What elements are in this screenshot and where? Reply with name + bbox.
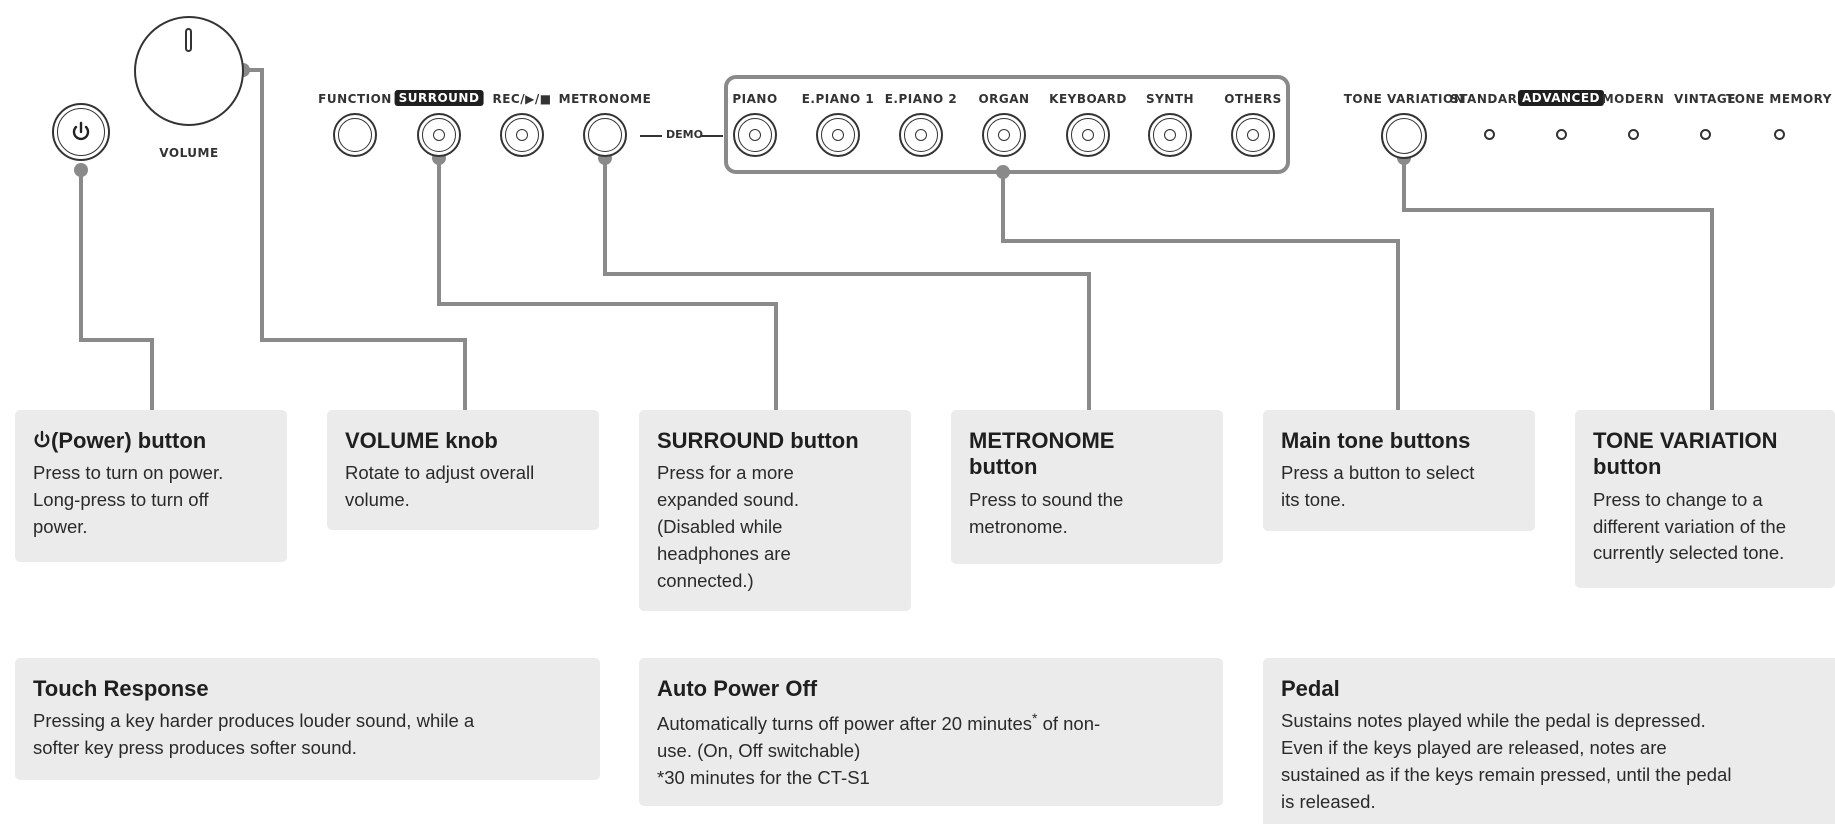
tone-label-piano: PIANO bbox=[732, 92, 778, 106]
main-tone-group bbox=[724, 75, 1290, 174]
demo-line-right bbox=[701, 135, 723, 137]
tone-button-synth[interactable] bbox=[1148, 113, 1192, 157]
feature-auto-power-off: Auto Power Off Automatically turns off p… bbox=[639, 658, 1223, 806]
metronome-label: METRONOME bbox=[558, 92, 652, 106]
feature-touch-response-title: Touch Response bbox=[33, 676, 209, 701]
demo-label: DEMO bbox=[666, 128, 703, 141]
callout-main-tones-text: Press a button to select its tone. bbox=[1281, 462, 1475, 511]
callout-volume-title: VOLUME knob bbox=[345, 428, 498, 453]
led-advanced bbox=[1556, 129, 1567, 140]
feature-touch-response-text: Pressing a key harder produces louder so… bbox=[33, 710, 475, 759]
callout-tone-variation-title: TONE VARIATION button bbox=[1593, 428, 1778, 480]
feature-pedal-text: Sustains notes played while the pedal is… bbox=[1281, 710, 1732, 812]
callout-tone-variation-text: Press to change to a different variation… bbox=[1593, 488, 1787, 564]
leader-power bbox=[79, 170, 154, 410]
volume-knob[interactable] bbox=[134, 16, 244, 126]
tone-button-epiano1[interactable] bbox=[816, 113, 860, 157]
feature-touch-response: Touch Response Pressing a key harder pro… bbox=[15, 658, 600, 780]
tone-label-keyboard: KEYBOARD bbox=[1049, 92, 1127, 106]
led-vintage bbox=[1700, 129, 1711, 140]
tone-button-keyboard[interactable] bbox=[1066, 113, 1110, 157]
power-icon bbox=[34, 430, 50, 448]
feature-auto-power-off-title: Auto Power Off bbox=[657, 676, 818, 701]
variation-label-vintage: VINTAGE bbox=[1674, 92, 1736, 106]
tone-variation-button[interactable] bbox=[1381, 113, 1427, 159]
tone-label-synth: SYNTH bbox=[1145, 92, 1195, 106]
callout-main-tones: Main tone buttons Press a button to sele… bbox=[1263, 410, 1535, 531]
feature-pedal: Pedal Sustains notes played while the pe… bbox=[1263, 658, 1835, 824]
auto-power-off-asterisk: * bbox=[1031, 710, 1038, 727]
feature-auto-power-off-footnote: *30 minutes for the CT-S1 bbox=[657, 767, 870, 789]
variation-label-modern: MODERN bbox=[1601, 92, 1665, 106]
surround-button[interactable] bbox=[417, 113, 461, 157]
callout-power-title-text: (Power) button bbox=[51, 428, 207, 453]
callout-surround-text: Press for a more expanded sound. (Disabl… bbox=[657, 462, 799, 591]
tone-button-organ[interactable] bbox=[982, 113, 1026, 157]
led-modern bbox=[1628, 129, 1639, 140]
function-label: FUNCTION bbox=[318, 92, 392, 106]
tone-label-epiano1: E.PIANO 1 bbox=[801, 92, 875, 106]
volume-label: VOLUME bbox=[159, 146, 219, 160]
variation-label-tone-memory: TONE MEMORY bbox=[1726, 92, 1832, 106]
callout-power-text: Press to turn on power. Long-press to tu… bbox=[33, 462, 224, 538]
callout-metronome: METRONOME button Press to sound the metr… bbox=[951, 410, 1223, 564]
tone-button-piano[interactable] bbox=[733, 113, 777, 157]
metronome-button[interactable] bbox=[583, 113, 627, 157]
callout-metronome-title: METRONOME button bbox=[969, 428, 1115, 480]
tone-label-others: OTHERS bbox=[1224, 92, 1282, 106]
feature-auto-power-off-text: Automatically turns off power after 20 m… bbox=[657, 708, 1205, 765]
leader-tones bbox=[1001, 172, 1400, 410]
led-tone-memory bbox=[1774, 129, 1785, 140]
leader-metronome bbox=[603, 158, 1091, 410]
led-standard bbox=[1484, 129, 1495, 140]
demo-line-left bbox=[640, 135, 662, 137]
tone-variation-label: TONE VARIATION bbox=[1343, 92, 1465, 106]
callout-surround: SURROUND button Press for a more expande… bbox=[639, 410, 911, 611]
callout-volume: VOLUME knob Rotate to adjust overall vol… bbox=[327, 410, 599, 530]
callout-power: (Power) button Press to turn on power. L… bbox=[15, 410, 287, 562]
callout-power-title: (Power) button bbox=[33, 428, 269, 454]
auto-power-off-text-after: of non- use. (On, Off switchable) bbox=[657, 713, 1101, 762]
callout-surround-title: SURROUND button bbox=[657, 428, 859, 453]
variation-label-standard: STANDARD bbox=[1450, 92, 1528, 106]
power-button[interactable] bbox=[52, 103, 110, 161]
rec-play-stop-label: REC/▶/■ bbox=[492, 92, 552, 106]
dot-power bbox=[74, 163, 88, 177]
rec-play-stop-button[interactable] bbox=[500, 113, 544, 157]
function-button[interactable] bbox=[333, 113, 377, 157]
leader-volume bbox=[243, 68, 467, 410]
feature-pedal-title: Pedal bbox=[1281, 676, 1340, 701]
callout-main-tones-title: Main tone buttons bbox=[1281, 428, 1471, 453]
surround-label: SURROUND bbox=[394, 90, 484, 106]
auto-power-off-text-before: Automatically turns off power after 20 m… bbox=[657, 713, 1032, 735]
variation-label-advanced: ADVANCED bbox=[1517, 90, 1605, 106]
callout-metronome-text: Press to sound the metronome. bbox=[969, 488, 1124, 537]
callout-volume-text: Rotate to adjust overall volume. bbox=[345, 462, 535, 511]
leader-tone-variation bbox=[1402, 158, 1714, 410]
callout-tone-variation: TONE VARIATION button Press to change to… bbox=[1575, 410, 1835, 588]
power-icon bbox=[72, 121, 90, 141]
tone-label-organ: ORGAN bbox=[978, 92, 1030, 106]
tone-label-epiano2: E.PIANO 2 bbox=[884, 92, 958, 106]
tone-button-others[interactable] bbox=[1231, 113, 1275, 157]
tone-button-epiano2[interactable] bbox=[899, 113, 943, 157]
volume-knob-indicator bbox=[185, 28, 192, 52]
leader-surround bbox=[437, 158, 778, 410]
